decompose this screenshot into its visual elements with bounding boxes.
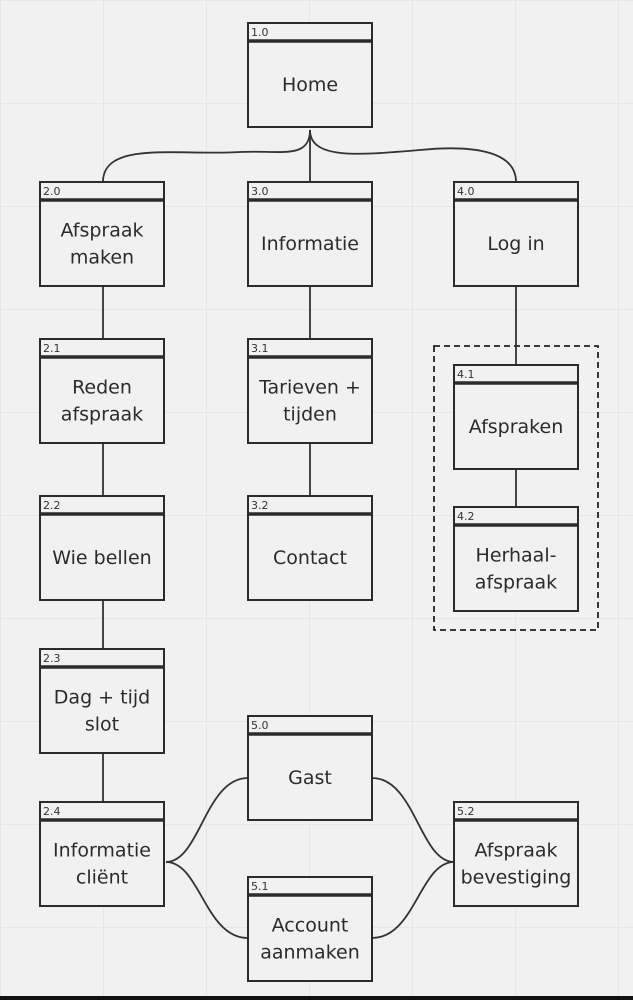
node-label: Tarieven + bbox=[258, 377, 361, 399]
node-label: Herhaal- bbox=[476, 545, 557, 567]
node-label: slot bbox=[85, 714, 119, 736]
connector-c-2.4-5.0 bbox=[165, 777, 249, 863]
node-label: Gast bbox=[288, 767, 332, 789]
node-label: afspraak bbox=[61, 404, 143, 426]
node-label: Wie bellen bbox=[52, 547, 151, 569]
connector-c-5.1-5.2 bbox=[371, 861, 455, 939]
node-number: 5.2 bbox=[457, 805, 475, 818]
node-number: 4.1 bbox=[457, 368, 475, 381]
node-label: Dag + tijd bbox=[54, 687, 150, 709]
node-label: Informatie bbox=[261, 233, 359, 255]
connector-home-to-login bbox=[309, 129, 517, 183]
node-label: Afspraak bbox=[60, 220, 143, 242]
node-label: Contact bbox=[273, 547, 347, 569]
node-label: aanmaken bbox=[260, 942, 360, 964]
node-label: cliënt bbox=[76, 867, 128, 889]
node-label: maken bbox=[70, 247, 134, 269]
node-number: 4.0 bbox=[457, 185, 475, 198]
node-label: Home bbox=[282, 74, 338, 96]
node-number: 3.2 bbox=[251, 499, 269, 512]
node-label: bevestiging bbox=[461, 867, 572, 889]
node-label: Informatie bbox=[53, 840, 151, 862]
node-number: 5.1 bbox=[251, 880, 269, 893]
node-number: 5.0 bbox=[251, 719, 269, 732]
connector-c-2.4-5.1 bbox=[165, 861, 249, 939]
node-number: 2.2 bbox=[43, 499, 61, 512]
node-number: 2.4 bbox=[43, 805, 61, 818]
node-label: Log in bbox=[487, 233, 544, 255]
node-number: 2.0 bbox=[43, 185, 61, 198]
node-number: 2.1 bbox=[43, 342, 61, 355]
connector-c-5.0-5.2 bbox=[371, 777, 455, 863]
node-label: tijden bbox=[283, 404, 337, 426]
connector-home-to-afspraak bbox=[102, 129, 311, 183]
node-label: Afspraken bbox=[469, 416, 563, 438]
node-number: 2.3 bbox=[43, 652, 61, 665]
node-number: 3.1 bbox=[251, 342, 269, 355]
node-number: 4.2 bbox=[457, 510, 475, 523]
node-label: Account bbox=[272, 915, 349, 937]
node-label: Reden bbox=[72, 377, 132, 399]
node-number: 3.0 bbox=[251, 185, 269, 198]
bottom-border bbox=[0, 996, 633, 1000]
node-number: 1.0 bbox=[251, 26, 269, 39]
node-label: afspraak bbox=[475, 572, 557, 594]
node-label: Afspraak bbox=[474, 840, 557, 862]
